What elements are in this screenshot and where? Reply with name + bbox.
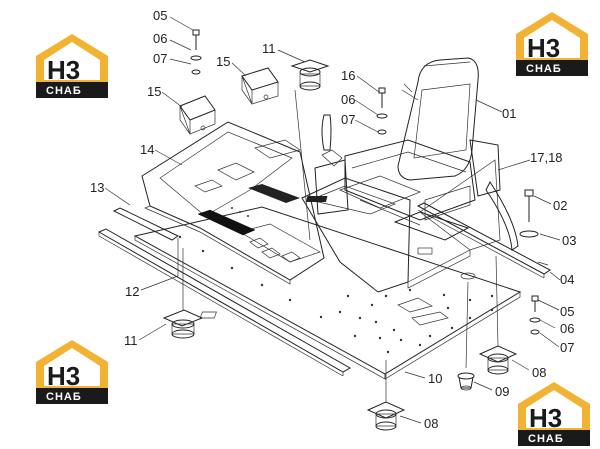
callout-17-18: 17,18 [530,150,563,165]
logo-bottom-right: H3 СНАБ [518,382,590,446]
svg-text:СНАБ: СНАБ [528,433,564,445]
callout-10: 10 [428,371,442,386]
callout-06-top: 06 [153,31,167,46]
callout-12: 12 [125,284,139,299]
svg-text:H3: H3 [529,403,562,433]
operator-seat [344,57,519,251]
strip-13 [112,207,180,241]
rail-12 [97,228,352,377]
bolt-washer-mid [376,87,388,135]
callout-07-mid: 07 [341,112,355,127]
callout-08-right: 08 [532,365,546,380]
callout-13: 13 [90,180,104,195]
callout-04: 04 [560,272,574,287]
callout-14: 14 [140,142,154,157]
callout-15-a: 15 [216,54,230,69]
callout-09: 09 [495,384,509,399]
callout-06-mid: 06 [341,92,355,107]
callout-05-top: 05 [153,8,167,23]
callout-labels: 05 06 07 15 15 11 16 06 07 01 14 13 17,1… [90,8,576,431]
callout-07-right: 07 [560,340,574,355]
callout-06-right: 06 [560,321,574,336]
callout-01: 01 [502,106,516,121]
grommet-09 [457,372,475,391]
callout-11-bottom: 11 [124,333,138,348]
bolt-02 [519,189,539,238]
callout-03: 03 [562,233,576,248]
svg-text:СНАБ: СНАБ [46,391,82,403]
callout-16: 16 [341,68,355,83]
svg-text:H3: H3 [527,33,560,63]
pedal-15-left [179,95,216,135]
mount-11-bottom [162,309,204,339]
svg-text:H3: H3 [47,55,80,85]
leader-lines [104,16,561,424]
bolt-washer-top [190,29,202,75]
svg-text:СНАБ: СНАБ [526,63,562,75]
mount-08-bottom [366,401,406,431]
callout-15-b: 15 [147,84,161,99]
floor-panel [141,121,325,285]
logo-top-right: H3 СНАБ [516,12,588,76]
rail-04 [416,202,551,279]
bolt-washer-right [529,295,541,335]
callout-05-right: 05 [560,304,574,319]
logo-top-left: H3 СНАБ [36,34,108,98]
mount-11-top [290,59,330,91]
pedal-15-right [241,67,279,105]
base-plate [133,206,522,380]
base-plate-holes [178,235,494,354]
svg-text:СНАБ: СНАБ [46,85,82,97]
callout-07-top: 07 [153,51,167,66]
svg-text:H3: H3 [47,361,80,391]
callout-02: 02 [553,198,567,213]
callout-08-bottom: 08 [424,416,438,431]
callout-11-top: 11 [262,41,276,56]
mount-08-right [478,345,518,375]
logo-bottom-left: H3 СНАБ [36,340,108,404]
